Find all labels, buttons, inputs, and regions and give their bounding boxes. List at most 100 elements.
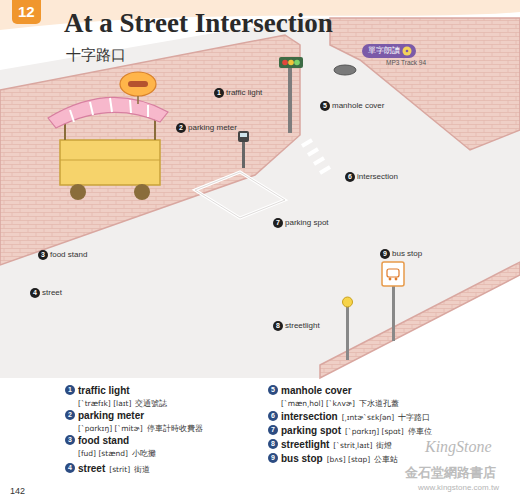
part-name: traffic light xyxy=(226,88,262,98)
watermark: KingStone xyxy=(425,438,492,456)
chinese-meaning: 街燈 xyxy=(376,441,392,450)
vocab-line: 9bus stop [bʌs] [stɑp]公車站 xyxy=(268,451,398,463)
part-name: intersection xyxy=(357,172,398,182)
node-text: 單字朗讀 xyxy=(368,46,400,56)
bus-stop-sign xyxy=(382,262,404,341)
parking-spot-lines xyxy=(195,172,285,218)
vocab-item: 4street [strit] 街道 xyxy=(65,461,150,473)
vocab-word: food stand xyxy=(78,435,129,446)
traffic-light xyxy=(279,57,303,133)
vocab-item: 7parking spot [ˋpɑrkɪŋ] [spɑt] 停車位 xyxy=(268,423,432,435)
chinese-meaning: 停車計時收費器 xyxy=(147,424,203,433)
callout-number: 2 xyxy=(176,123,186,133)
watermark: 金石堂網路書店 xyxy=(405,464,496,482)
phonetic: [ˋtræfɪk] [laɪt] xyxy=(78,399,131,408)
chinese-meaning: 停車位 xyxy=(408,427,432,436)
crosswalk xyxy=(302,140,330,173)
phonetic: [ˋpɑrkɪŋ] [ˋmitɚ] xyxy=(78,424,143,433)
part-name: bus stop xyxy=(392,249,422,259)
vocab-word: parking spot xyxy=(281,425,341,436)
chinese-meaning: 小吃攤 xyxy=(132,449,156,458)
sidewalk xyxy=(320,262,520,378)
callout-number: 6 xyxy=(268,411,278,421)
manhole-cover xyxy=(334,65,356,75)
callout-number: 7 xyxy=(268,425,278,435)
phonetic: [ˋstrit͵laɪt] xyxy=(333,441,372,450)
subtitle: 十字路口 xyxy=(66,46,126,65)
phonetic: [bʌs] [stɑp] xyxy=(327,455,371,464)
vocab-line: 5manhole cover xyxy=(268,383,399,395)
callout-number: 3 xyxy=(38,250,48,260)
vocab-line: 8streetlight[ˋstrit͵laɪt]街燈 xyxy=(268,437,392,449)
node-text: 12 xyxy=(18,3,35,21)
vocab-line: 4street [strit] 街道 xyxy=(65,461,150,473)
part-name: streetlight xyxy=(285,321,320,331)
vocab-word: parking meter xyxy=(78,410,144,421)
vocab-line: 6intersection [͵ɪntɚˋsɛkʃən]十字路口 xyxy=(268,409,430,421)
streetlight xyxy=(343,297,353,360)
vocab-word: street xyxy=(78,463,105,474)
vocab-item: 2parking meter [ˋpɑrkɪŋ] [ˋmitɚ] 停車計時收費器 xyxy=(65,408,203,432)
chinese-meaning: 交通號誌 xyxy=(135,399,167,408)
vocab-item: 5manhole cover [ˋmæn͵hol] [ˋkʌvɚ] 下水道孔蓋 xyxy=(268,383,399,407)
callout-number: 5 xyxy=(268,385,278,395)
callout-number: 2 xyxy=(65,410,75,420)
vocab-line: 3food stand xyxy=(65,433,156,445)
part-name: manhole cover xyxy=(332,101,384,111)
cd-icon xyxy=(402,46,412,56)
phonetic: [͵ɪntɚˋsɛkʃən] xyxy=(342,413,395,422)
road xyxy=(0,18,520,378)
phonetic: [ˋpɑrkɪŋ] [spɑt] xyxy=(345,427,404,436)
audio-badge: 單字朗讀 xyxy=(362,44,416,58)
callout-number: 8 xyxy=(268,439,278,449)
vocab-line: [fud] [stænd] 小吃攤 xyxy=(65,445,156,457)
phonetic: [strit] xyxy=(109,465,130,474)
vocab-line: 2parking meter xyxy=(65,408,203,420)
vocab-line: [ˋpɑrkɪŋ] [ˋmitɚ] 停車計時收費器 xyxy=(65,420,203,432)
callout-number: 8 xyxy=(273,321,283,331)
vocab-word: manhole cover xyxy=(281,385,352,396)
callout-number: 1 xyxy=(65,385,75,395)
parking-spot-lines-edge xyxy=(195,172,285,218)
chinese-meaning: 公車站 xyxy=(374,455,398,464)
part-name: parking meter xyxy=(188,123,237,133)
vocab-line: [ˋtræfɪk] [laɪt] 交通號誌 xyxy=(65,395,167,407)
phonetic: [fud] [stænd] xyxy=(78,449,128,458)
callout-number: 4 xyxy=(30,288,40,298)
vocab-item: 9bus stop [bʌs] [stɑp]公車站 xyxy=(268,451,398,463)
part-name: parking spot xyxy=(285,218,329,228)
vocab-line: 1traffic light xyxy=(65,383,167,395)
part-name: street xyxy=(42,288,62,298)
vocab-item: 1traffic light [ˋtræfɪk] [laɪt] 交通號誌 xyxy=(65,383,167,407)
callout-number: 4 xyxy=(65,463,75,473)
callout-number: 3 xyxy=(65,435,75,445)
vocab-line: 7parking spot [ˋpɑrkɪŋ] [spɑt] 停車位 xyxy=(268,423,432,435)
sidewalk xyxy=(0,35,300,265)
chinese-meaning: 街道 xyxy=(134,465,150,474)
watermark: www.kingstone.com.tw xyxy=(418,483,499,492)
callout-number: 9 xyxy=(268,453,278,463)
vocab-word: traffic light xyxy=(78,385,130,396)
page-title: At a Street Intersection xyxy=(64,8,333,39)
vocab-item: 8streetlight[ˋstrit͵laɪt]街燈 xyxy=(268,437,392,449)
food-stand xyxy=(48,72,168,200)
vocab-word: intersection xyxy=(281,411,338,422)
callout-number: 1 xyxy=(214,88,224,98)
vocab-item: 3food stand [fud] [stænd] 小吃攤 xyxy=(65,433,156,457)
vocab-word: bus stop xyxy=(281,453,323,464)
chinese-meaning: 下水道孔蓋 xyxy=(359,399,399,408)
chinese-meaning: 十字路口 xyxy=(398,413,430,422)
sidewalk xyxy=(330,18,520,150)
callout-number: 6 xyxy=(345,172,355,182)
vocab-item: 6intersection [͵ɪntɚˋsɛkʃən]十字路口 xyxy=(268,409,430,421)
callout-number: 9 xyxy=(380,249,390,259)
page-tab: 12 xyxy=(12,0,41,24)
part-name: food stand xyxy=(50,250,87,260)
callout-number: 5 xyxy=(320,101,330,111)
page-number: 142 xyxy=(10,486,25,496)
vocab-line: [ˋmæn͵hol] [ˋkʌvɚ] 下水道孔蓋 xyxy=(268,395,399,407)
phonetic: [ˋmæn͵hol] [ˋkʌvɚ] xyxy=(281,399,355,408)
callout-number: 7 xyxy=(273,218,283,228)
parking-meter xyxy=(238,131,249,168)
